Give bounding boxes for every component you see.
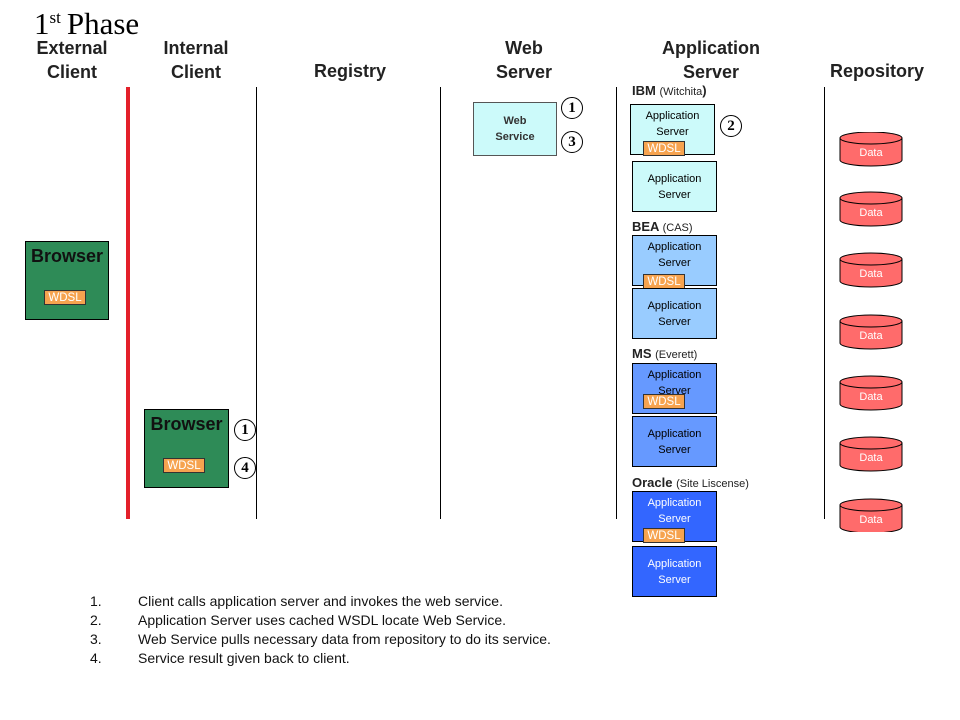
data-cylinder: Data (839, 252, 903, 288)
data-label: Data (859, 147, 883, 159)
data-cylinder: Data (839, 375, 903, 411)
wdsl-badge: WDSL (163, 458, 205, 473)
internal-browser: Browser WDSL (144, 409, 229, 488)
wdsl-badge: WDSL (44, 290, 86, 305)
data-cylinder: Data (839, 191, 903, 227)
wdsl-badge: WDSL (643, 394, 685, 409)
step-circle: 2 (720, 115, 742, 137)
wdsl-badge: WDSL (643, 141, 685, 156)
note-item: 2.Application Server uses cached WSDL lo… (90, 612, 507, 628)
vendor-label-ibm: IBM (Witchita) (632, 83, 707, 98)
note-item: 1.Client calls application server and in… (90, 593, 503, 609)
data-label: Data (859, 330, 883, 342)
vendor-label-oracle: Oracle (Site Liscense) (632, 475, 749, 490)
data-cylinder: Data (839, 436, 903, 472)
step-circle: 3 (561, 131, 583, 153)
data-label: Data (859, 207, 883, 219)
divider-line (616, 87, 617, 519)
data-label: Data (859, 391, 883, 403)
firewall-line (126, 87, 130, 519)
data-cylinder: Data (839, 314, 903, 350)
step-circle: 1 (561, 97, 583, 119)
header-registry: Registry (313, 61, 387, 81)
browser-label: Browser (30, 246, 104, 266)
vendor-label-bea: BEA (CAS) (632, 219, 693, 234)
browser-label: Browser (150, 414, 223, 434)
data-cylinder: Data (839, 498, 903, 532)
data-label: Data (859, 452, 883, 464)
data-cylinder: Data (839, 132, 903, 167)
step-circle: 4 (234, 457, 256, 479)
divider-line (256, 87, 257, 519)
divider-line (440, 87, 441, 519)
vendor-label-ms: MS (Everett) (632, 346, 698, 361)
note-item: 3.Web Service pulls necessary data from … (90, 631, 551, 647)
step-circle: 1 (234, 419, 256, 441)
note-item: 4.Service result given back to client. (90, 650, 350, 666)
divider-line (824, 87, 825, 519)
header-repository: Repository (829, 61, 925, 81)
data-label: Data (859, 514, 883, 526)
data-label: Data (859, 268, 883, 280)
wdsl-badge: WDSL (643, 528, 685, 543)
external-browser: Browser WDSL (25, 241, 109, 320)
wdsl-badge: WDSL (643, 274, 685, 289)
step-notes: 1.Client calls application server and in… (90, 592, 551, 668)
